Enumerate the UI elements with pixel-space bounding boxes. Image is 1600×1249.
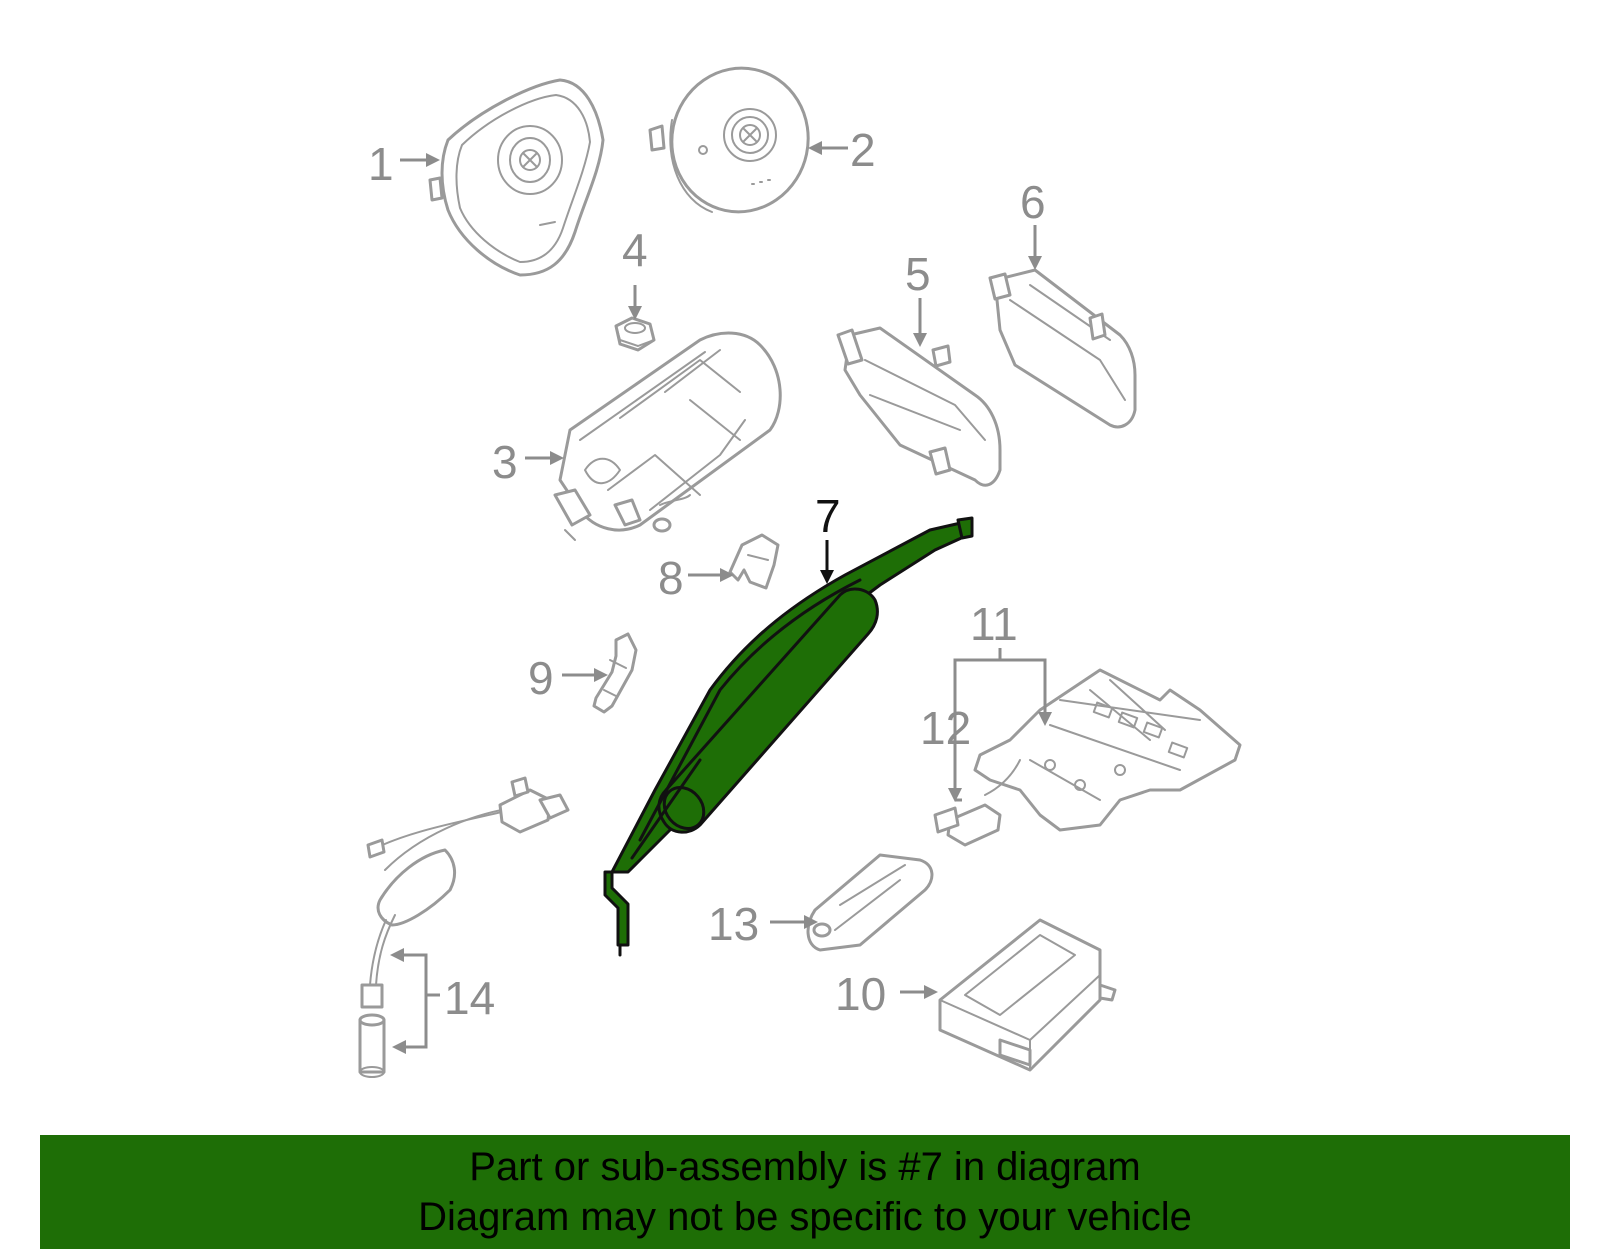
callout-8: 8 <box>658 552 684 604</box>
part-6-curtain-airbag-module[interactable] <box>988 268 1137 429</box>
callout-6: 6 <box>1020 176 1046 228</box>
info-banner: Part or sub-assembly is #7 in diagram Di… <box>40 1135 1570 1249</box>
part-9-bracket[interactable] <box>592 632 638 714</box>
part-5-side-airbag-module[interactable] <box>836 326 1002 487</box>
callout-labels: 1 2 3 4 5 6 7 8 9 10 11 12 13 14 <box>368 124 1046 1024</box>
callout-14: 14 <box>444 972 495 1024</box>
part-11-harness-assembly[interactable] <box>973 668 1242 832</box>
callout-3: 3 <box>492 436 518 488</box>
callout-1: 1 <box>368 138 394 190</box>
banner-line-2: Diagram may not be specific to your vehi… <box>418 1195 1192 1239</box>
part-3-passenger-airbag[interactable] <box>553 331 782 541</box>
banner-line-1: Part or sub-assembly is #7 in diagram <box>469 1145 1141 1189</box>
callout-4: 4 <box>622 224 648 276</box>
callout-2: 2 <box>850 124 876 176</box>
part-7-curtain-airbag[interactable] <box>603 516 974 957</box>
part-12-connector[interactable] <box>933 759 1021 847</box>
part-14-wiring-harness[interactable] <box>358 776 570 1078</box>
callout-11: 11 <box>970 598 1018 650</box>
callout-7: 7 <box>815 490 841 542</box>
leader-lines <box>390 141 1052 1054</box>
part-2-driver-airbag-module[interactable] <box>648 55 821 224</box>
part-10-control-module[interactable] <box>938 918 1117 1072</box>
part-8-clip[interactable] <box>728 533 780 590</box>
callout-9: 9 <box>528 652 554 704</box>
part-7-inflator <box>657 587 879 834</box>
part-4-nut[interactable] <box>614 316 656 352</box>
parts-diagram: 1 2 3 4 5 6 7 8 9 10 11 12 13 14 <box>358 55 1242 1078</box>
callout-10: 10 <box>835 968 886 1020</box>
callout-5: 5 <box>905 248 931 300</box>
part-13-sensor[interactable] <box>806 853 934 952</box>
part-1-steering-airbag-cover[interactable] <box>428 78 605 277</box>
callout-13: 13 <box>708 898 759 950</box>
callout-12: 12 <box>920 702 971 754</box>
